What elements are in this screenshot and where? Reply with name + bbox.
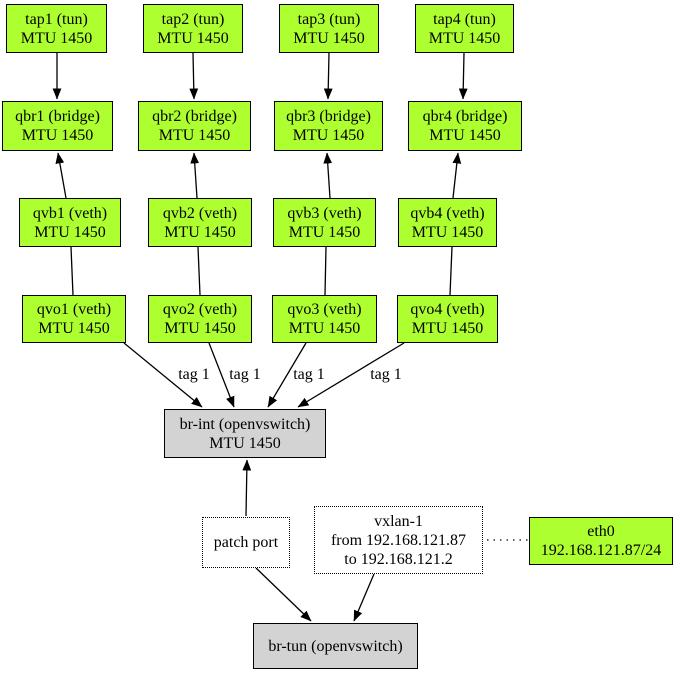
edge-qvb4-qbr4 <box>452 152 462 199</box>
edge-label-tag-1: tag 1 <box>178 366 210 383</box>
node-tap2-name: tap2 (tun) <box>161 10 225 28</box>
node-qvb4-mtu: MTU 1450 <box>411 223 484 241</box>
node-vxlan-1: vxlan-1 from 192.168.121.87 to 192.168.1… <box>314 506 483 574</box>
node-tap4-name: tap4 (tun) <box>433 10 496 28</box>
node-qvb3-mtu: MTU 1450 <box>288 223 361 241</box>
node-qvo4: qvo4 (veth) MTU 1450 <box>397 295 498 343</box>
node-qvb2: qvb2 (veth) MTU 1450 <box>148 198 252 247</box>
node-patch-port: patch port <box>202 517 290 568</box>
node-vxlan-1-from: from 192.168.121.87 <box>330 531 467 549</box>
node-qbr2: qbr2 (bridge) MTU 1450 <box>138 101 251 151</box>
node-vxlan-1-name: vxlan-1 <box>374 512 423 530</box>
edge-qvo2-brint <box>208 342 235 408</box>
edge-tap3-qbr3 <box>323 52 333 100</box>
node-qvo4-name: qvo4 (veth) <box>410 301 485 318</box>
edge-patchport-brtun <box>255 567 312 622</box>
edge-vxlan-brtun <box>353 573 375 622</box>
node-br-tun-name: br-tun (openvswitch) <box>268 637 403 655</box>
node-qvo2: qvo2 (veth) MTU 1450 <box>148 295 252 343</box>
node-qvb2-mtu: MTU 1450 <box>164 223 236 241</box>
node-qbr2-name: qbr2 (bridge) <box>152 108 237 125</box>
node-tap3: tap3 (tun) MTU 1450 <box>279 4 379 53</box>
edge-qvo1-brint <box>123 342 203 408</box>
edge-tap2-qbr2 <box>189 52 199 100</box>
node-qvo1: qvo1 (veth) MTU 1450 <box>22 295 126 343</box>
node-br-int-name: br-int (openvswitch) <box>179 415 311 433</box>
node-qvb1: qvb1 (veth) MTU 1450 <box>19 198 121 247</box>
node-qbr3-mtu: MTU 1450 <box>292 127 365 144</box>
node-qvo1-name: qvo1 (veth) <box>36 301 112 318</box>
node-tap1: tap1 (tun) MTU 1450 <box>6 4 107 53</box>
node-qvo1-mtu: MTU 1450 <box>38 320 110 337</box>
edge-qvb3-qbr3 <box>323 152 333 199</box>
node-eth0: eth0 192.168.121.87/24 <box>529 517 673 565</box>
edge-label-tag-4: tag 1 <box>370 366 402 383</box>
node-tap3-mtu: MTU 1450 <box>293 29 365 47</box>
node-patch-port-name: patch port <box>213 534 279 551</box>
edge-qvb1-qbr1 <box>55 152 67 199</box>
edge-tap4-qbr4 <box>458 52 468 100</box>
edge-qvo1-qvb1 <box>70 246 74 296</box>
node-tap2: tap2 (tun) MTU 1450 <box>143 4 243 53</box>
edge-patchport-brint <box>242 459 252 517</box>
node-qbr3: qbr3 (bridge) MTU 1450 <box>274 101 383 151</box>
node-qvo2-mtu: MTU 1450 <box>164 320 236 337</box>
node-qvo3-name: qvo3 (veth) <box>287 301 362 318</box>
node-eth0-name: eth0 <box>587 523 615 540</box>
node-qvb1-mtu: MTU 1450 <box>34 223 106 241</box>
node-qbr4: qbr4 (bridge) MTU 1450 <box>408 101 522 151</box>
node-br-tun: br-tun (openvswitch) <box>253 623 418 669</box>
node-qbr2-mtu: MTU 1450 <box>158 127 231 144</box>
node-br-int-mtu: MTU 1450 <box>209 434 281 452</box>
node-qvo2-name: qvo2 (veth) <box>162 301 238 318</box>
node-qbr1-name: qbr1 (bridge) <box>15 108 100 125</box>
edge-label-tag-3: tag 1 <box>293 366 325 383</box>
node-tap4: tap4 (tun) MTU 1450 <box>415 4 514 53</box>
node-qbr4-name: qbr4 (bridge) <box>422 108 508 125</box>
node-qvb3: qvb3 (veth) MTU 1450 <box>273 198 376 247</box>
node-qvo3-mtu: MTU 1450 <box>288 320 361 337</box>
node-tap4-mtu: MTU 1450 <box>428 29 501 47</box>
node-qvo3: qvo3 (veth) MTU 1450 <box>272 295 377 343</box>
node-tap3-name: tap3 (tun) <box>297 10 361 28</box>
node-qbr1: qbr1 (bridge) MTU 1450 <box>2 101 113 151</box>
node-eth0-ip: 192.168.121.87/24 <box>540 542 662 559</box>
node-qbr3-name: qbr3 (bridge) <box>286 108 371 125</box>
edge-label-tag-2: tag 1 <box>229 366 261 383</box>
edge-qvo3-qvb3 <box>324 246 327 296</box>
node-tap1-name: tap1 (tun) <box>25 10 88 28</box>
node-qvb4: qvb4 (veth) MTU 1450 <box>398 198 497 247</box>
node-tap2-mtu: MTU 1450 <box>157 29 229 47</box>
node-qbr1-mtu: MTU 1450 <box>21 127 94 144</box>
edge-qvo4-brint <box>297 342 405 408</box>
node-qbr4-mtu: MTU 1450 <box>429 127 501 144</box>
node-qvb4-name: qvb4 (veth) <box>410 204 485 222</box>
edge-qvo2-qvb2 <box>197 246 201 296</box>
edge-qvo4-qvb4 <box>449 246 453 296</box>
node-qvb1-name: qvb1 (veth) <box>32 204 108 222</box>
node-br-int: br-int (openvswitch) MTU 1450 <box>164 409 326 458</box>
node-qvb3-name: qvb3 (veth) <box>287 204 362 222</box>
node-qvb2-name: qvb2 (veth) <box>162 204 238 222</box>
edge-qvb2-qbr2 <box>190 152 200 199</box>
edge-qvo3-brint <box>267 342 307 408</box>
node-tap1-mtu: MTU 1450 <box>20 29 93 47</box>
node-vxlan-1-to: to 192.168.121.2 <box>344 550 453 568</box>
node-qvo4-mtu: MTU 1450 <box>411 320 484 337</box>
